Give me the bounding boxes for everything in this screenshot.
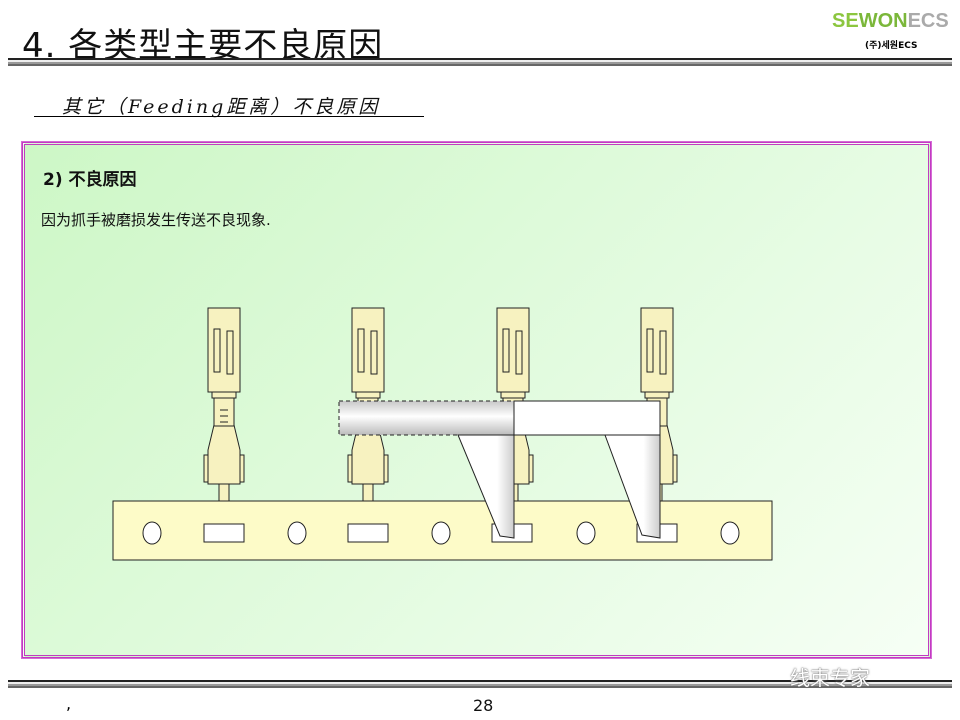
feed-slot	[203, 523, 245, 543]
logo-ecs: ECS	[907, 10, 949, 32]
gripper-bar	[513, 400, 661, 436]
footer-rule	[8, 680, 952, 688]
terminal-body	[496, 307, 530, 393]
pilot-hole	[142, 521, 162, 545]
worn-gripper-bar	[338, 400, 515, 436]
gripper-finger	[457, 434, 515, 539]
terminal-body	[351, 307, 385, 393]
terminal-slot	[226, 330, 234, 375]
terminal-body	[640, 307, 674, 393]
terminal-body	[207, 307, 241, 393]
footer-mark: ,	[66, 694, 72, 713]
page-number: 28	[473, 696, 494, 715]
header-rule	[8, 58, 952, 66]
company-logo: SEWONECS (주)세원ECS	[832, 10, 949, 51]
terminal-slot	[357, 328, 365, 373]
terminal-slot	[515, 330, 523, 375]
content-panel: 2) 不良原因 因为抓手被磨损发生传送不良现象.	[21, 141, 932, 659]
pilot-hole	[576, 521, 596, 545]
terminal-crimp	[207, 424, 241, 485]
logo-subtitle: (주)세원ECS	[865, 41, 918, 51]
terminal-slot	[646, 328, 654, 373]
pilot-hole	[287, 521, 307, 545]
subtitle-underline	[34, 116, 424, 117]
gripper-finger	[604, 434, 661, 539]
watermark: 线束专家	[790, 666, 870, 690]
terminal-slot	[370, 330, 378, 375]
terminal-slot	[502, 328, 510, 373]
terminal-slot	[213, 328, 221, 373]
pilot-hole	[431, 521, 451, 545]
feed-slot	[347, 523, 389, 543]
terminal-slot	[659, 330, 667, 375]
logo-won: WON	[858, 10, 908, 32]
description: 因为抓手被磨损发生传送不良现象.	[41, 211, 271, 229]
section-title: 2) 不良原因	[43, 170, 137, 190]
pilot-hole	[720, 521, 740, 545]
subtitle: 其它（Feeding距离）不良原因	[62, 96, 381, 118]
logo-se: SE	[832, 10, 859, 32]
